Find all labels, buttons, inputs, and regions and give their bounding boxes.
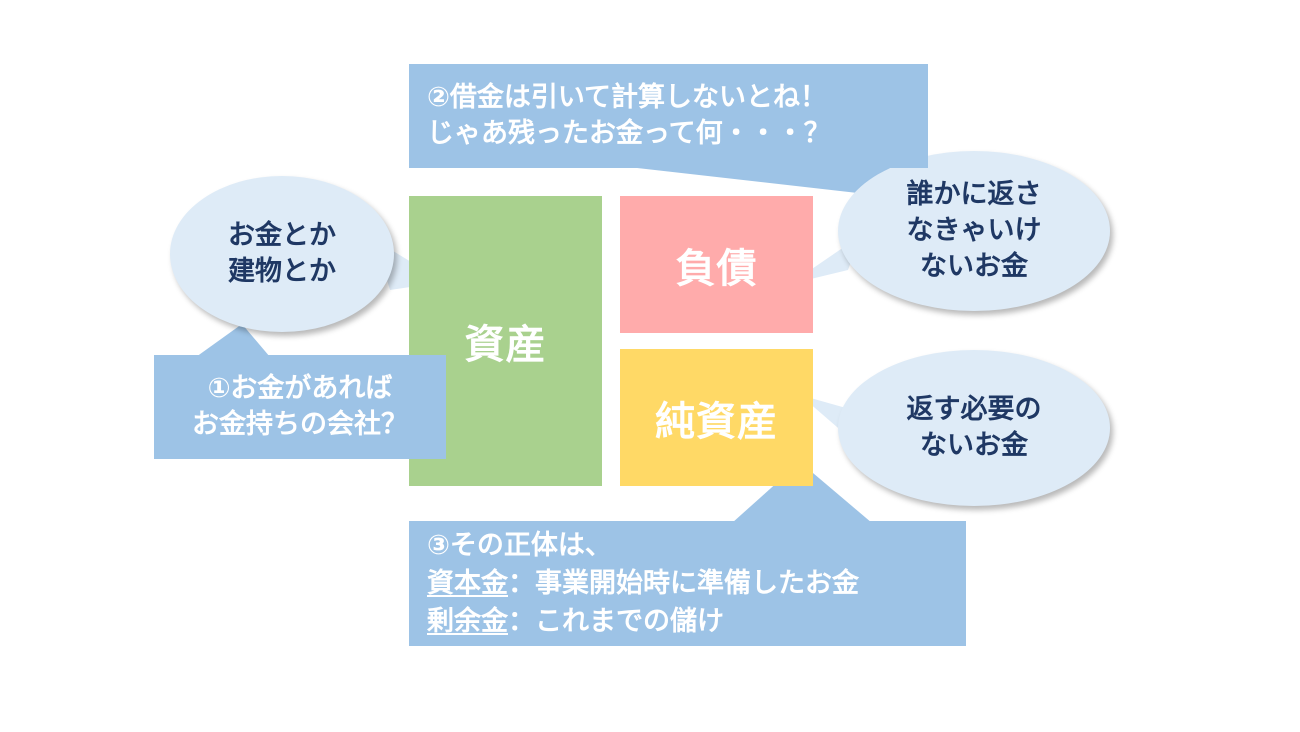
note-step2: ②借金は引いて計算しないとね！ じゃあ残ったお金って何・・・？	[409, 64, 928, 168]
note-step1-line: お金持ちの会社？	[192, 409, 408, 440]
surplus-desc: ：これまでの儲け	[508, 605, 724, 637]
equity-block: 純資産	[620, 349, 813, 486]
capital-term: 資本金	[427, 567, 508, 599]
note-step3-intro: ③その正体は、	[427, 529, 612, 561]
capital-desc: ：事業開始時に準備したお金	[508, 567, 859, 599]
equity-bubble-line: ないお金	[920, 430, 1028, 461]
note-step2-line: ②借金は引いて計算しないとね！	[427, 82, 828, 113]
equity-bubble-line: 返す必要の	[906, 394, 1042, 425]
note-step2-line: じゃあ残ったお金って何・・・？	[427, 118, 831, 149]
asset-bubble-line: お金とか	[228, 220, 336, 251]
note3-tail	[732, 462, 872, 523]
asset-label: 資産	[464, 322, 547, 368]
note2-tail	[620, 166, 905, 196]
liability-bubble-line: ないお金	[920, 251, 1028, 282]
liability-block: 負債	[620, 196, 813, 333]
liability-bubble-line: なきゃいけ	[906, 215, 1042, 246]
liability-bubble-line: 誰かに返さ	[906, 179, 1042, 210]
note-step3-item: 剰余金：これまでの儲け	[427, 603, 966, 641]
note1-tail	[196, 324, 270, 357]
asset-bubble: お金とか 建物とか	[170, 176, 394, 332]
note-step3-item: 資本金：事業開始時に準備したお金	[427, 565, 966, 603]
equity-label: 純資産	[655, 398, 778, 445]
note-step1-line: ①お金があれば	[207, 373, 393, 404]
liability-bubble: 誰かに返さ なきゃいけ ないお金	[838, 151, 1110, 311]
surplus-term: 剰余金	[427, 605, 508, 637]
note-step3: ③その正体は、 資本金：事業開始時に準備したお金 剰余金：これまでの儲け	[409, 521, 966, 646]
liability-label: 負債	[675, 245, 758, 292]
equity-bubble: 返す必要の ないお金	[838, 350, 1110, 506]
asset-bubble-line: 建物とか	[228, 256, 336, 287]
note-step1: ①お金があれば お金持ちの会社？	[154, 355, 446, 459]
